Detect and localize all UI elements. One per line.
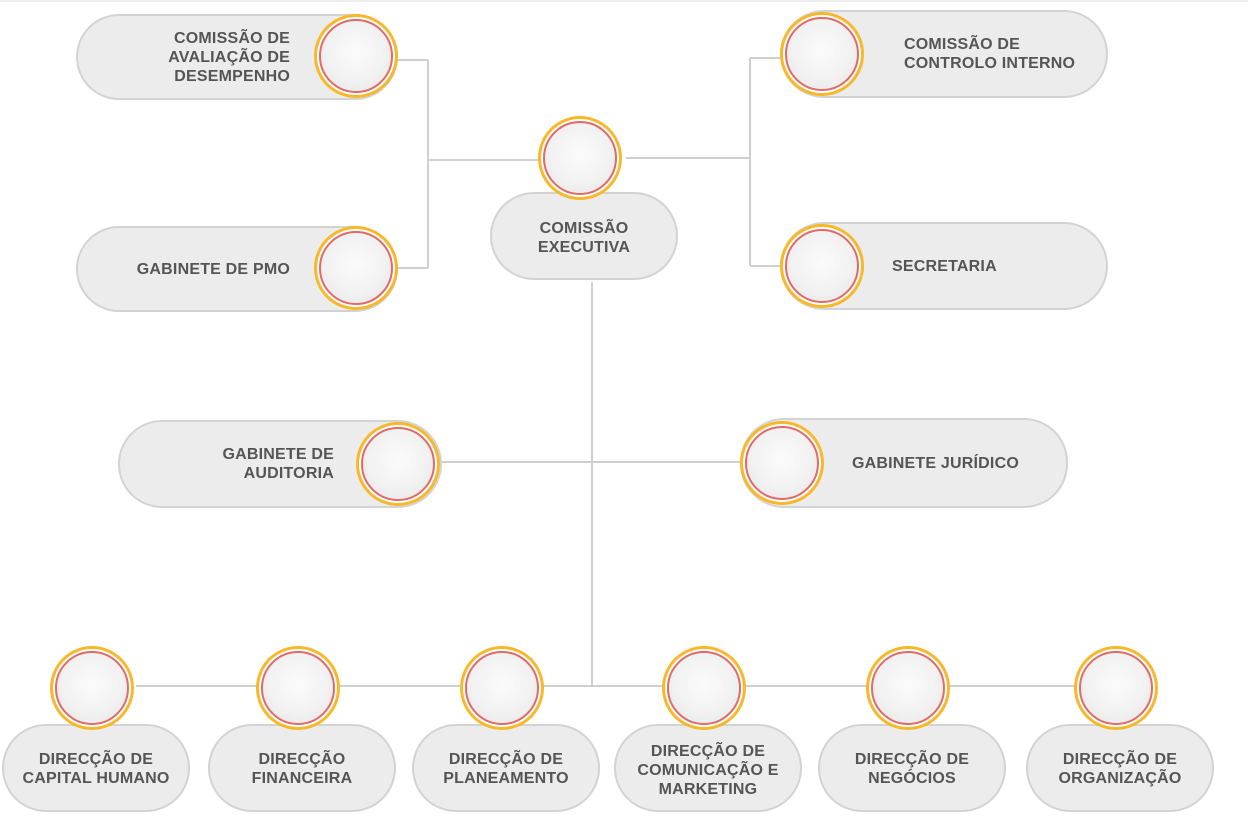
node-financeira-line2: FINANCEIRA	[251, 770, 353, 787]
node-juridico-line1: GABINETE JURÍDICO	[852, 454, 1019, 472]
comunicacao-circle-icon	[662, 646, 746, 730]
node-avaliacao-line1: COMISSÃO DE	[174, 29, 290, 47]
negocios-circle-icon	[866, 646, 950, 730]
node-auditoria-line2: AUDITORIA	[243, 465, 334, 482]
node-planeamento-line1: DIRECÇÃO DE	[448, 751, 564, 768]
node-avaliacao-line2: AVALIAÇÃO DE	[168, 48, 290, 66]
top-divider	[0, 0, 1248, 2]
node-negocios-line1: DIRECÇÃO DE	[854, 751, 970, 768]
node-controlo-line1: COMISSÃO DE	[904, 36, 1020, 53]
auditoria-circle-icon	[356, 422, 440, 506]
node-capital-line1: DIRECÇÃO DE	[38, 751, 154, 768]
organizacao-circle-icon	[1074, 646, 1158, 730]
pmo-circle-icon	[314, 226, 398, 310]
avaliacao-circle-icon	[314, 14, 398, 98]
controlo-circle-icon	[780, 12, 864, 96]
node-secretaria-line1: SECRETARIA	[892, 257, 997, 275]
node-planeamento-line2: PLANEAMENTO	[443, 770, 569, 787]
node-controlo-line2: CONTROLO INTERNO	[904, 55, 1076, 72]
node-pmo-line1: GABINETE DE PMO	[136, 260, 290, 278]
node-financeira-line1: DIRECÇÃO	[258, 751, 346, 768]
node-financeira: DIRECÇÃO FINANCEIRA	[208, 724, 396, 812]
node-comunicacao-line3: MARKETING	[658, 780, 758, 798]
node-comunicacao-line2: COMUNICAÇÃO E	[637, 761, 779, 779]
node-capital-line2: CAPITAL HUMANO	[22, 770, 170, 787]
planeamento-circle-icon	[460, 646, 544, 730]
node-negocios: DIRECÇÃO DE NEGÓCIOS	[818, 724, 1006, 812]
executiva-circle-icon	[538, 116, 622, 200]
node-capital-humano: DIRECÇÃO DE CAPITAL HUMANO	[2, 724, 190, 812]
financeira-circle-icon	[256, 646, 340, 730]
node-organizacao: DIRECÇÃO DE ORGANIZAÇÃO	[1026, 724, 1214, 812]
node-negocios-line2: NEGÓCIOS	[868, 770, 956, 787]
node-executiva-line2: EXECUTIVA	[537, 239, 631, 256]
node-executiva: COMISSÃO EXECUTIVA	[490, 192, 678, 280]
node-planeamento: DIRECÇÃO DE PLANEAMENTO	[412, 724, 600, 812]
node-organizacao-line2: ORGANIZAÇÃO	[1058, 770, 1182, 787]
node-avaliacao-line3: DESEMPENHO	[174, 67, 290, 85]
node-executiva-line1: COMISSÃO	[539, 220, 629, 237]
node-comunicacao: DIRECÇÃO DE COMUNICAÇÃO E MARKETING	[614, 724, 802, 812]
node-comunicacao-line1: DIRECÇÃO DE	[650, 742, 766, 760]
node-organizacao-line1: DIRECÇÃO DE	[1062, 751, 1178, 768]
secretaria-circle-icon	[780, 224, 864, 308]
juridico-circle-icon	[740, 421, 824, 505]
capital-circle-icon	[50, 646, 134, 730]
node-auditoria-line1: GABINETE DE	[222, 446, 334, 463]
